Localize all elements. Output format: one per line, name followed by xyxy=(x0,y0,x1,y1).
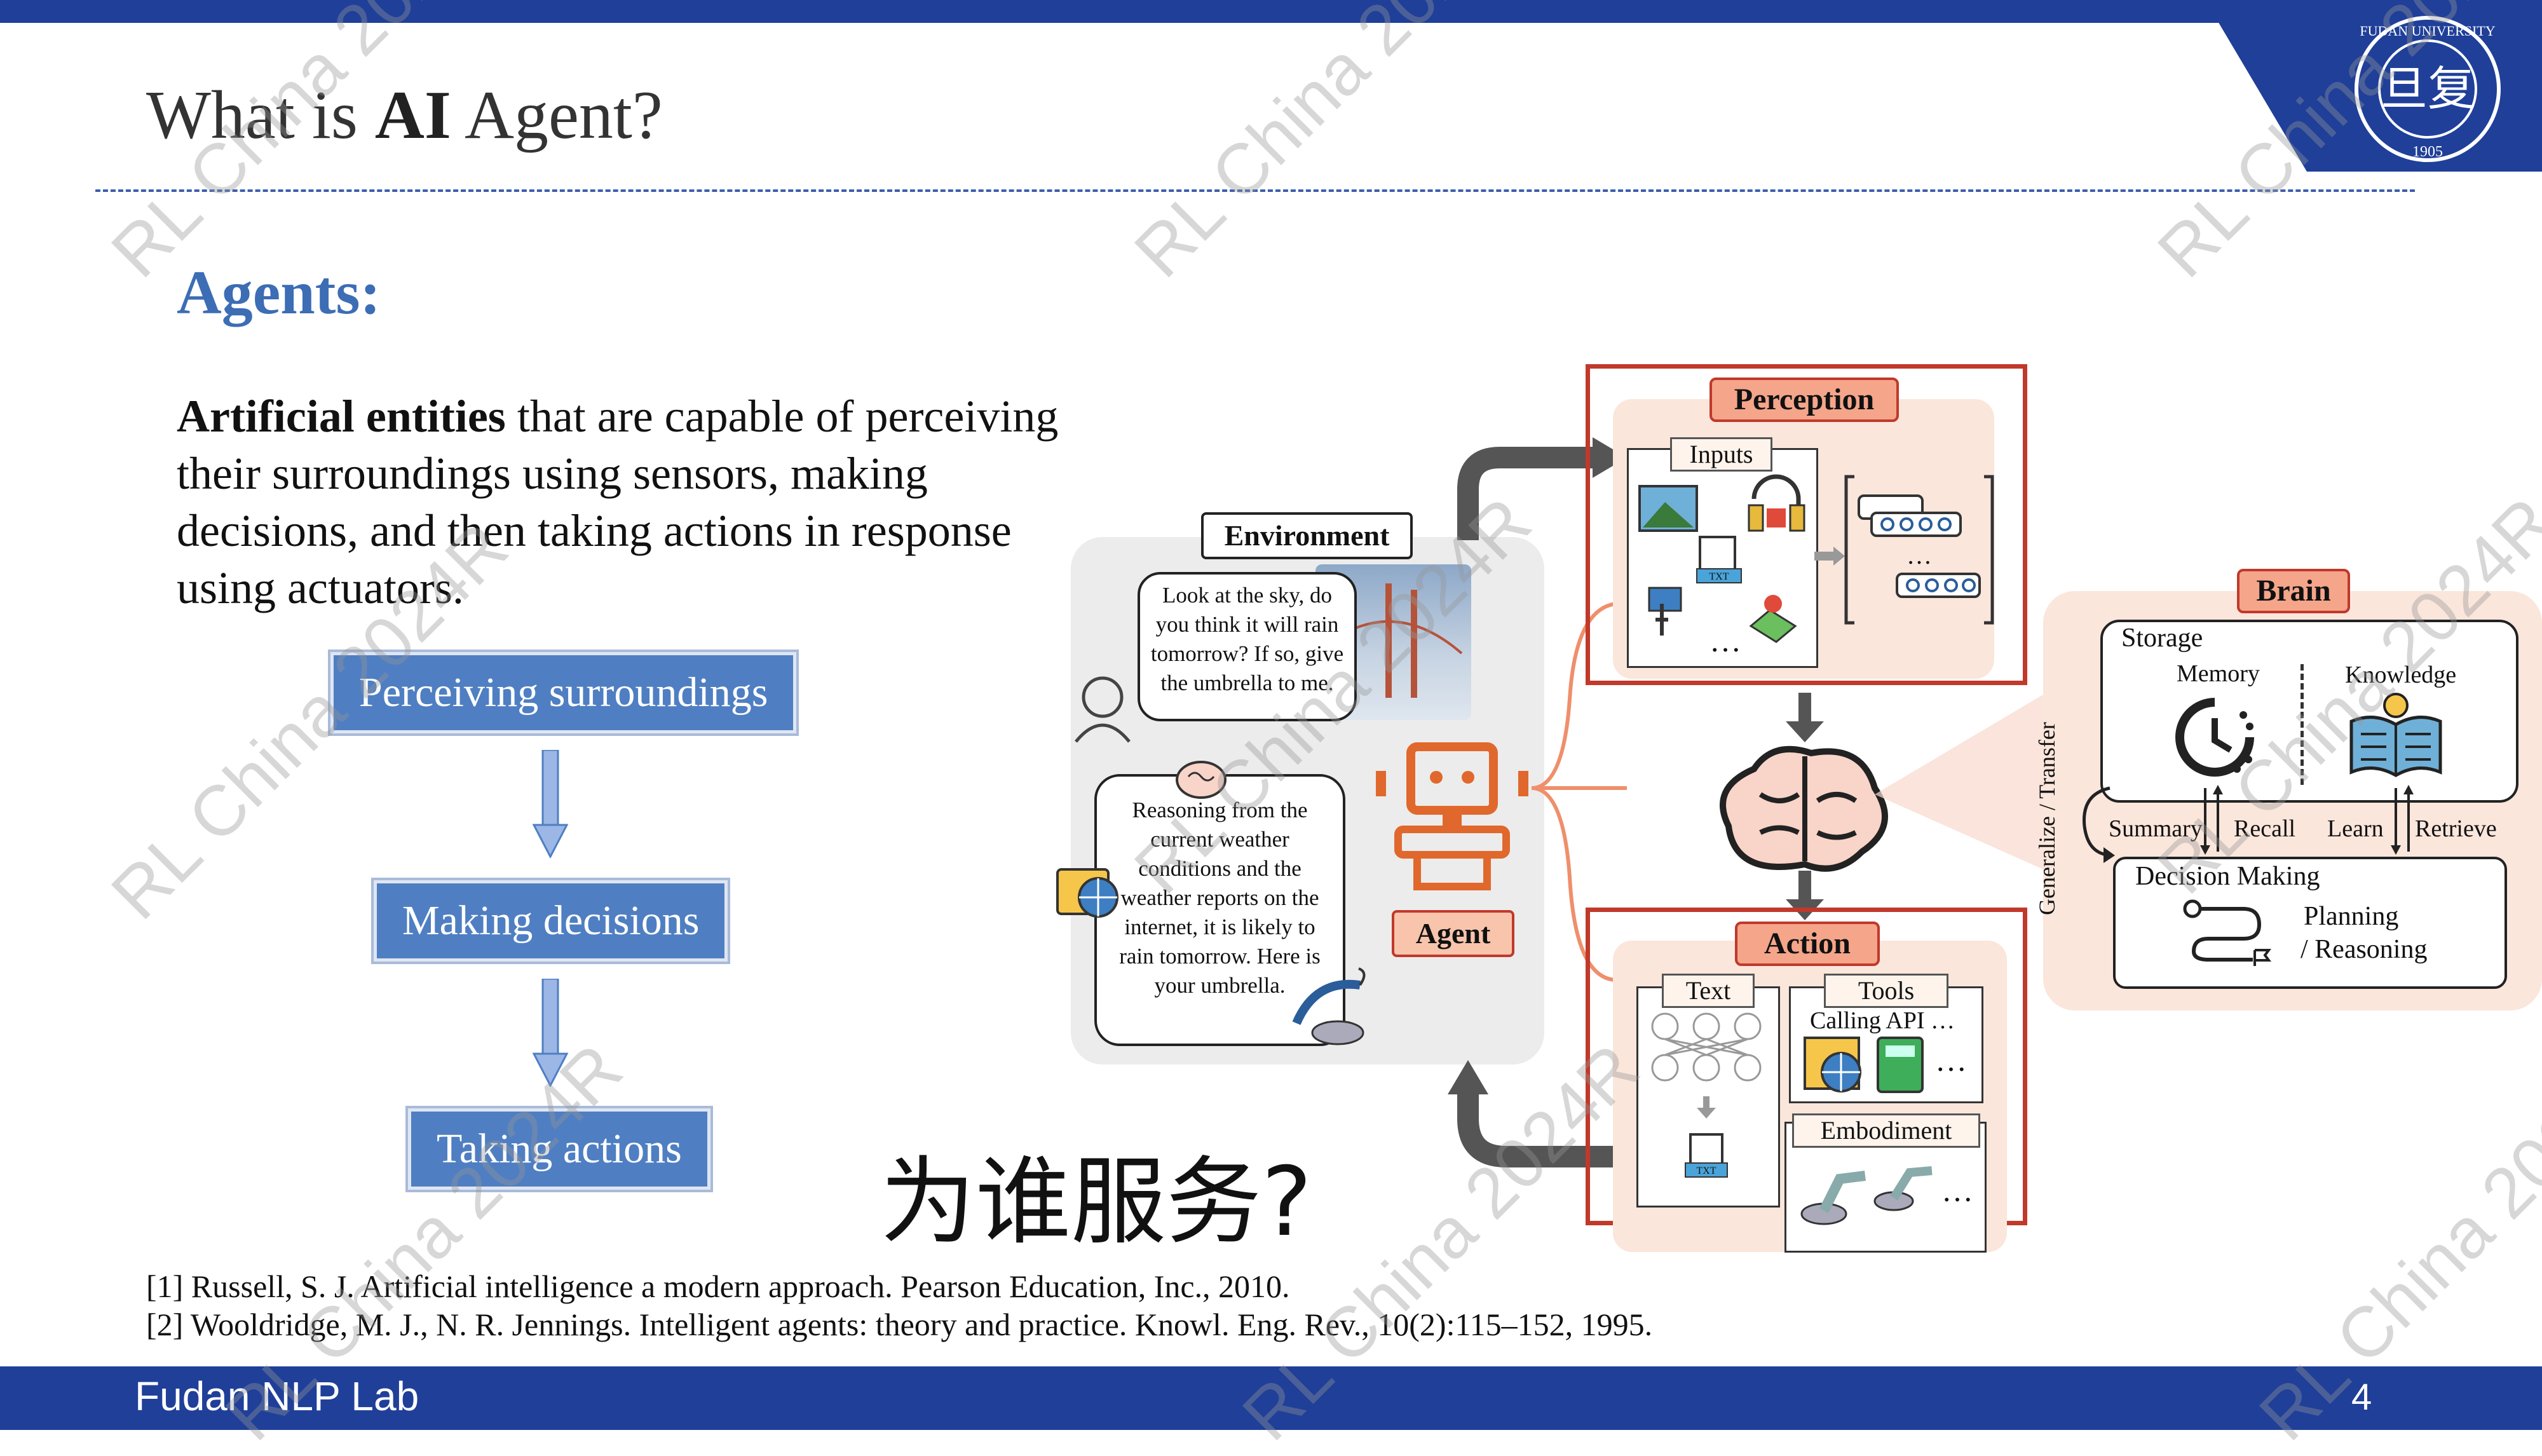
summary-label: Summary xyxy=(2109,815,2203,842)
agent-label: Agent xyxy=(1392,910,1514,957)
top-bar xyxy=(0,0,2542,23)
generalize-arrow-icon xyxy=(2083,786,2115,863)
reference-2: [2] Wooldridge, M. J., N. R. Jennings. I… xyxy=(146,1307,1653,1342)
arrow-down-icon xyxy=(1786,693,1824,742)
page-number: 4 xyxy=(2351,1377,2372,1418)
arrow-to-environment-icon xyxy=(1448,1060,1614,1167)
calling-api-label: Calling API … xyxy=(1810,1007,1955,1034)
updown-arrows-icon xyxy=(2200,785,2223,855)
arrow-to-perception-icon xyxy=(1457,437,1627,540)
title-divider xyxy=(95,189,2415,192)
updown-arrows-icon xyxy=(2391,785,2414,855)
knowledge-label: Knowledge xyxy=(2345,662,2457,688)
brain-zoom-beam xyxy=(1875,693,2046,871)
decision-making-label: Decision Making xyxy=(2135,862,2320,891)
txt-label: TXT xyxy=(1696,1166,1716,1176)
knowledge-book-icon xyxy=(2349,693,2442,777)
brain-label: Brain xyxy=(2237,569,2350,613)
robot-agent-icon xyxy=(1376,742,1528,890)
api-tools-icon: … xyxy=(1804,1037,1967,1093)
planning-path-icon xyxy=(2183,899,2271,966)
fudan-logo-icon: 旦复 FUDAN UNIVERSITY 1905 xyxy=(2355,16,2501,162)
arrow-right-icon xyxy=(1814,547,1845,566)
arrow-down-icon xyxy=(533,979,568,1087)
perception-panel xyxy=(1586,364,2027,685)
corner-banner xyxy=(2205,0,2542,172)
neural-network-icon: TXT xyxy=(1651,1012,1762,1178)
perception-label: Perception xyxy=(1709,378,1899,422)
globe-browser-icon xyxy=(1056,868,1118,918)
action-label: Action xyxy=(1735,922,1880,966)
token-embeddings-icon: … xyxy=(1844,475,1994,625)
agent-connector-lines xyxy=(1532,601,1628,982)
environment-label: Environment xyxy=(1201,512,1413,559)
definition-paragraph: Artificial entities that are capable of … xyxy=(177,391,1059,613)
umbrella-icon xyxy=(1292,967,1366,1045)
decision-making-box xyxy=(2113,857,2507,989)
robot-arm-icon: … xyxy=(1800,1166,1973,1225)
text-label: Text xyxy=(1662,974,1755,1008)
brain-icon xyxy=(1720,745,1888,872)
planning-label: Planning xyxy=(2304,902,2399,931)
step-acting: Taking actions xyxy=(408,1108,710,1190)
learn-label: Learn xyxy=(2327,815,2384,842)
human-speech-bubble: Look at the sky, do you think it will ra… xyxy=(1138,572,1357,721)
brain-small-icon xyxy=(1176,761,1227,799)
logo-glyph: 旦复 xyxy=(2381,62,2475,116)
ellipsis-label: … xyxy=(1941,1173,1973,1208)
ellipsis-label: … xyxy=(1935,1042,1967,1078)
tools-label: Tools xyxy=(1824,974,1948,1008)
inputs-label: Inputs xyxy=(1670,437,1772,472)
memory-clock-icon xyxy=(2175,698,2254,777)
person-icon xyxy=(1075,676,1131,743)
embodiment-label: Embodiment xyxy=(1792,1113,1980,1148)
logo-year: 1905 xyxy=(2412,144,2443,160)
logo-text: FUDAN UNIVERSITY xyxy=(2360,23,2495,39)
page-title: What is AI Agent? xyxy=(146,78,663,153)
retrieve-label: Retrieve xyxy=(2415,815,2497,842)
ellipsis-label: … xyxy=(1906,541,1932,569)
step-deciding: Making decisions xyxy=(374,880,728,962)
storage-label: Storage xyxy=(2121,623,2203,653)
storage-divider xyxy=(2301,664,2304,785)
generalize-label: Generalize / Transfer xyxy=(2034,722,2060,915)
watermark: RL China 2024R xyxy=(1119,0,1546,292)
arrow-down-icon xyxy=(533,750,568,858)
memory-label: Memory xyxy=(2177,660,2260,687)
ellipsis-label: … xyxy=(1709,623,1741,658)
recall-label: Recall xyxy=(2234,815,2296,842)
step-perceiving: Perceiving surroundings xyxy=(330,652,797,733)
reasoning-label: / Reasoning xyxy=(2301,935,2428,964)
txt-label: TXT xyxy=(1709,571,1729,582)
bottom-bar xyxy=(0,1366,2542,1430)
question-text: 为谁服务? xyxy=(880,1147,1312,1258)
footer-lab-name: Fudan NLP Lab xyxy=(135,1373,419,1419)
reference-1: [1] Russell, S. J. Artificial intelligen… xyxy=(146,1269,1290,1304)
section-heading: Agents: xyxy=(177,259,381,327)
storage-box xyxy=(2100,620,2518,803)
input-modalities-icon: TXT … xyxy=(1638,474,1805,658)
